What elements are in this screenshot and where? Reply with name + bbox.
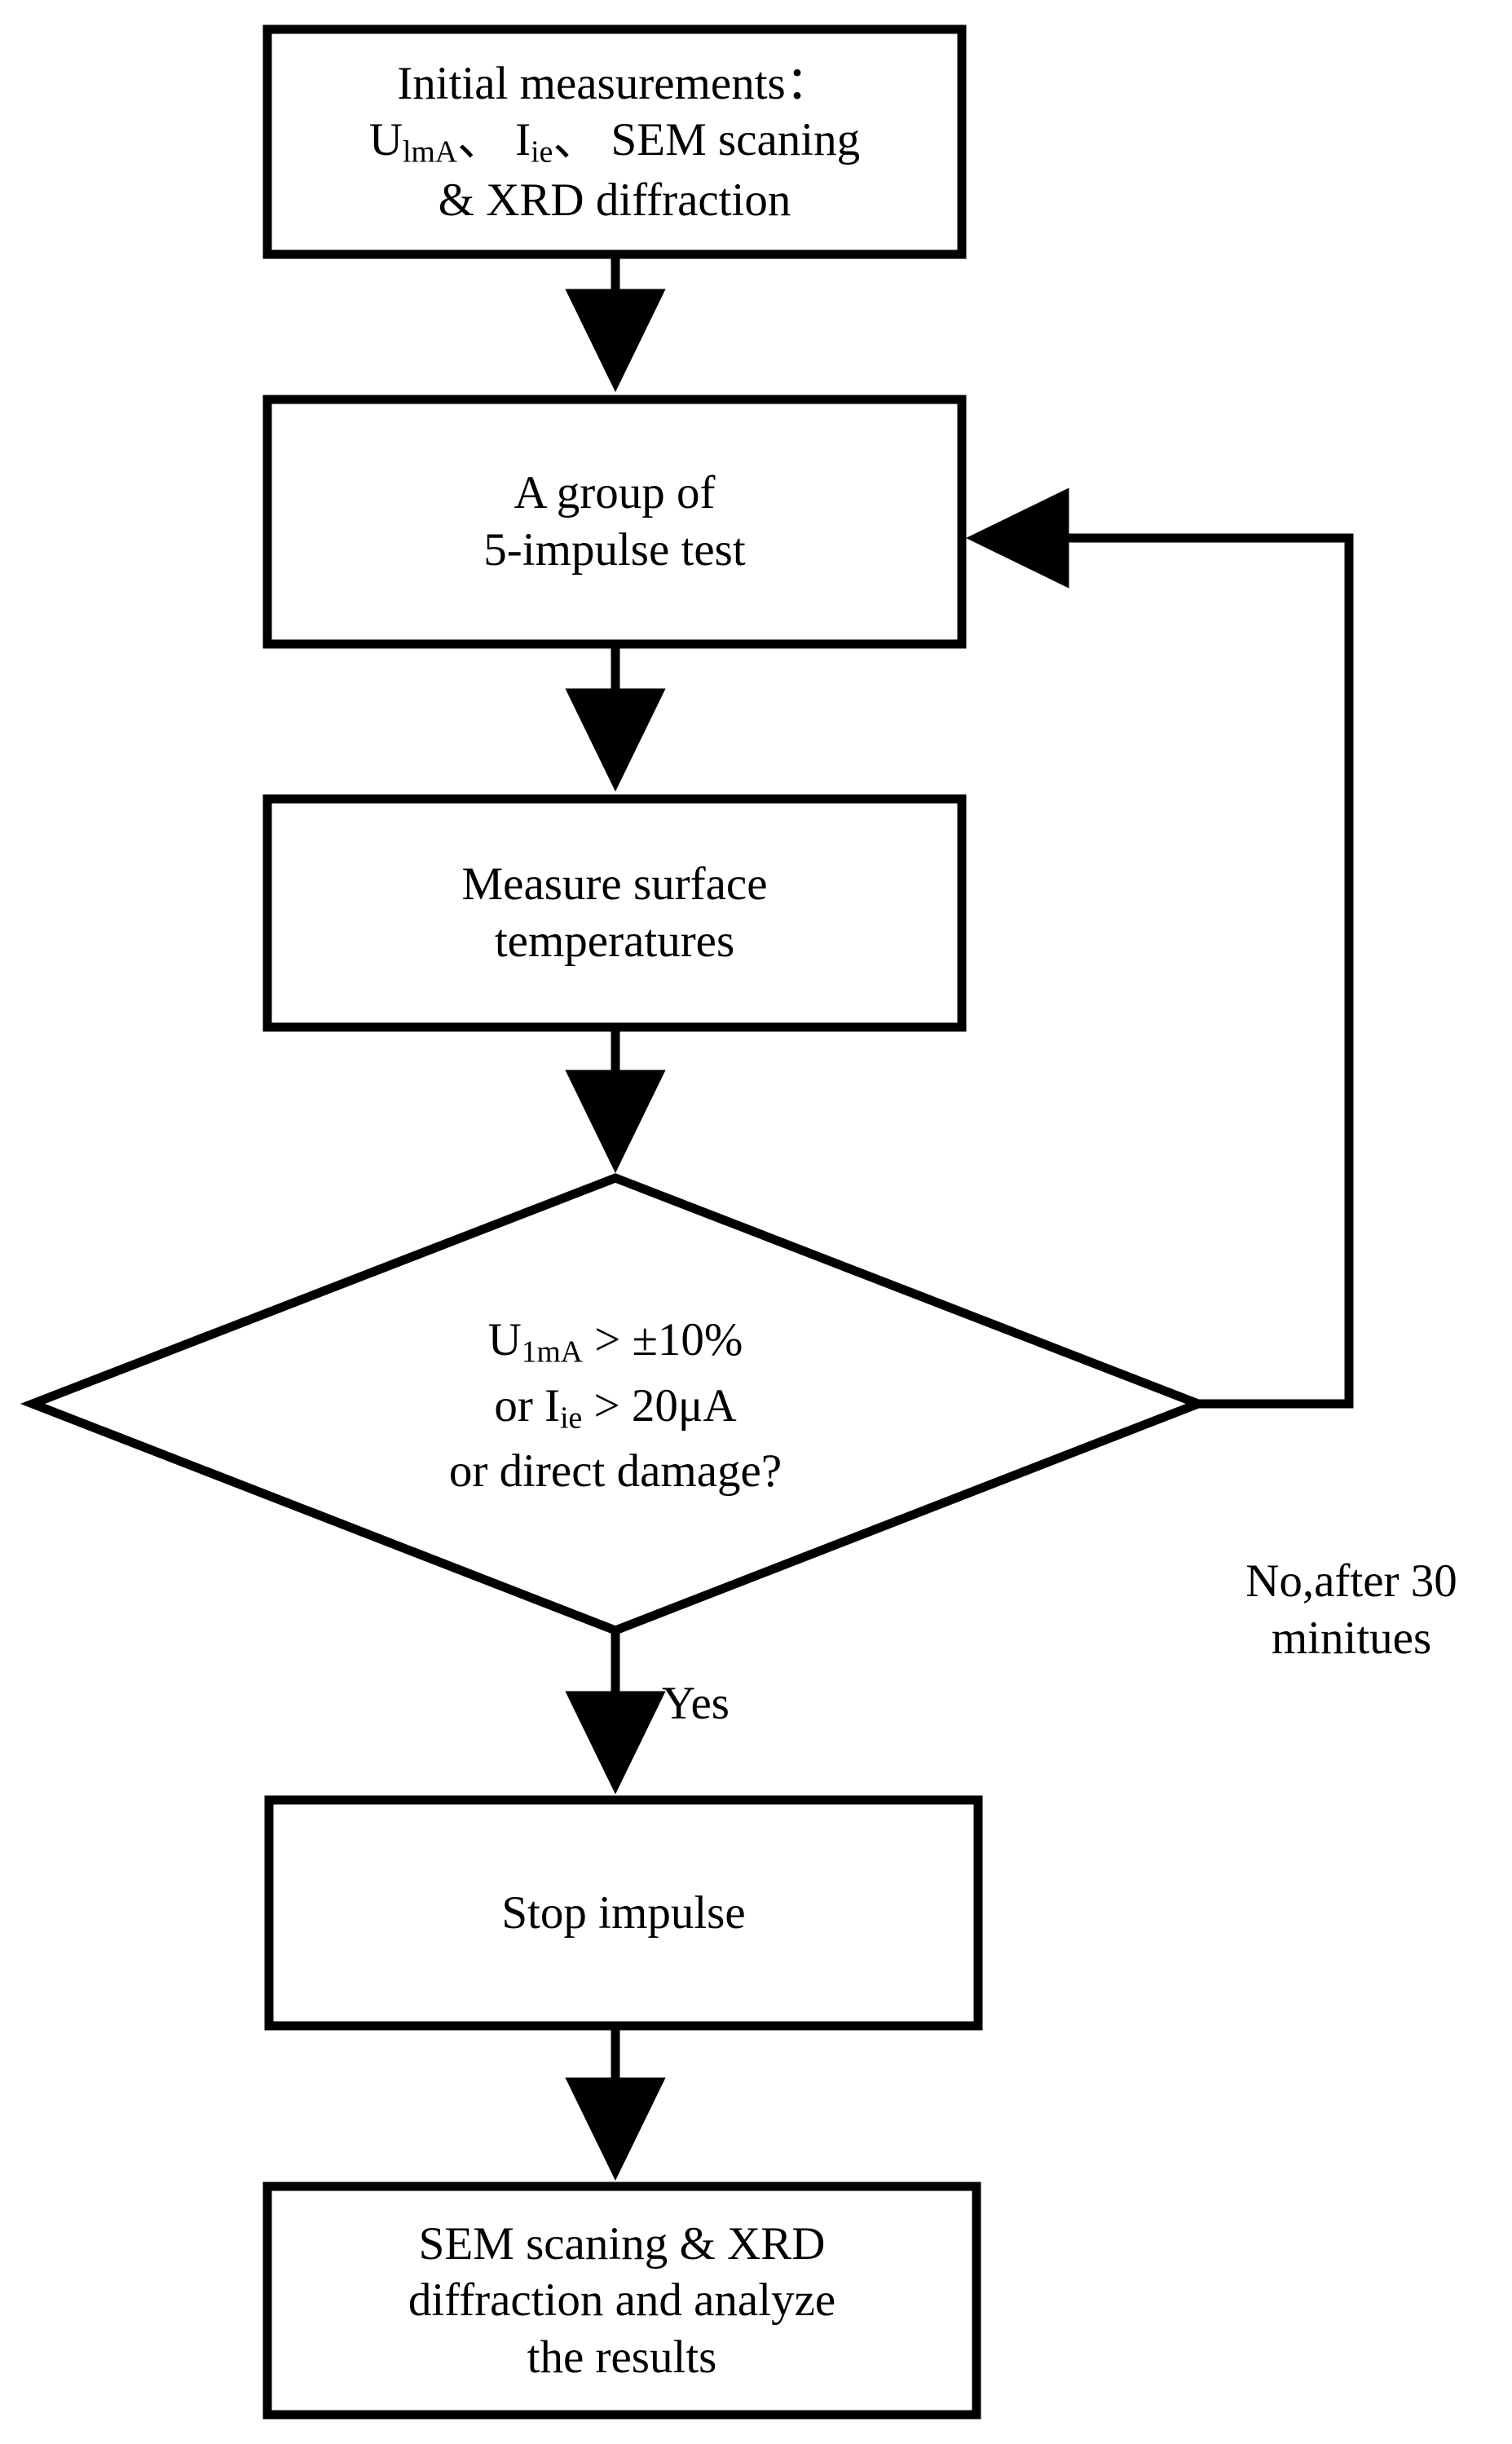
no-branch-line-1: No,after 30 (1245, 1555, 1457, 1607)
edge-label-no-branch: No,after 30 minitues (1197, 1553, 1506, 1666)
edge-label-yes-branch: Yes (662, 1678, 730, 1729)
node-decision-diamond (20, 1173, 1211, 1635)
node-final-sem-xrd-box (262, 2182, 981, 2420)
node-stop-impulse-box (264, 1795, 983, 2031)
connector-decision-no-feedback-to-group (966, 487, 1354, 1409)
node-measure-surface-temperatures-box (262, 794, 967, 1032)
no-branch-line-2: minitues (1271, 1612, 1432, 1664)
node-initial-measurements-box (262, 24, 967, 259)
node-group-5-impulse-test-box (262, 395, 967, 649)
